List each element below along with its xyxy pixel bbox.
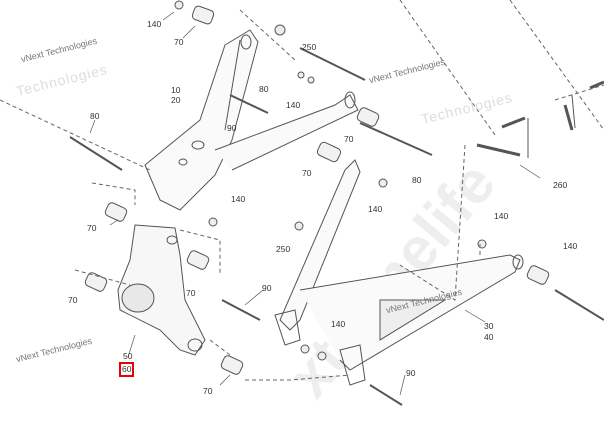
- leader-lines: [89, 11, 541, 396]
- callout-label[interactable]: 80: [90, 111, 100, 121]
- callout-label[interactable]: 70: [68, 295, 78, 305]
- bolts: [69, 47, 604, 406]
- callout-label[interactable]: 140: [286, 100, 301, 110]
- callout-label[interactable]: 70: [186, 288, 196, 298]
- callout-label[interactable]: 140: [494, 211, 509, 221]
- callout-label[interactable]: 250: [276, 244, 291, 254]
- callout-label[interactable]: 70: [87, 223, 97, 233]
- callout-label[interactable]: 50: [123, 351, 133, 361]
- callout-label[interactable]: 250: [302, 42, 317, 52]
- callout-label[interactable]: 40: [484, 332, 494, 342]
- callout-label[interactable]: 140: [231, 194, 246, 204]
- callout-label[interactable]: 90: [406, 368, 416, 378]
- upper-a-arm: [144, 29, 359, 211]
- sway-bar-links: [476, 80, 604, 158]
- callout-label[interactable]: 70: [302, 168, 312, 178]
- callout-label[interactable]: 80: [259, 84, 269, 94]
- bushings: [84, 5, 550, 375]
- callout-label[interactable]: 140: [147, 19, 162, 29]
- callout-label[interactable]: 90: [262, 283, 272, 293]
- callout-label[interactable]: 70: [203, 386, 213, 396]
- guide-lines: [0, 0, 604, 381]
- callout-label[interactable]: 20: [171, 95, 181, 105]
- callout-label[interactable]: 10: [171, 85, 181, 95]
- callout-label[interactable]: 30: [484, 321, 494, 331]
- callout-label[interactable]: 90: [227, 123, 237, 133]
- highlighted-callout-60[interactable]: 60: [119, 362, 135, 377]
- callout-label[interactable]: 70: [344, 134, 354, 144]
- lower-a-arm: [274, 159, 524, 386]
- callout-label[interactable]: 140: [563, 241, 578, 251]
- callout-label[interactable]: 80: [412, 175, 422, 185]
- callout-label[interactable]: 70: [174, 37, 184, 47]
- callout-label[interactable]: 140: [368, 204, 383, 214]
- callout-label[interactable]: 140: [331, 319, 346, 329]
- knuckle: [117, 224, 206, 356]
- callout-label[interactable]: 260: [553, 180, 568, 190]
